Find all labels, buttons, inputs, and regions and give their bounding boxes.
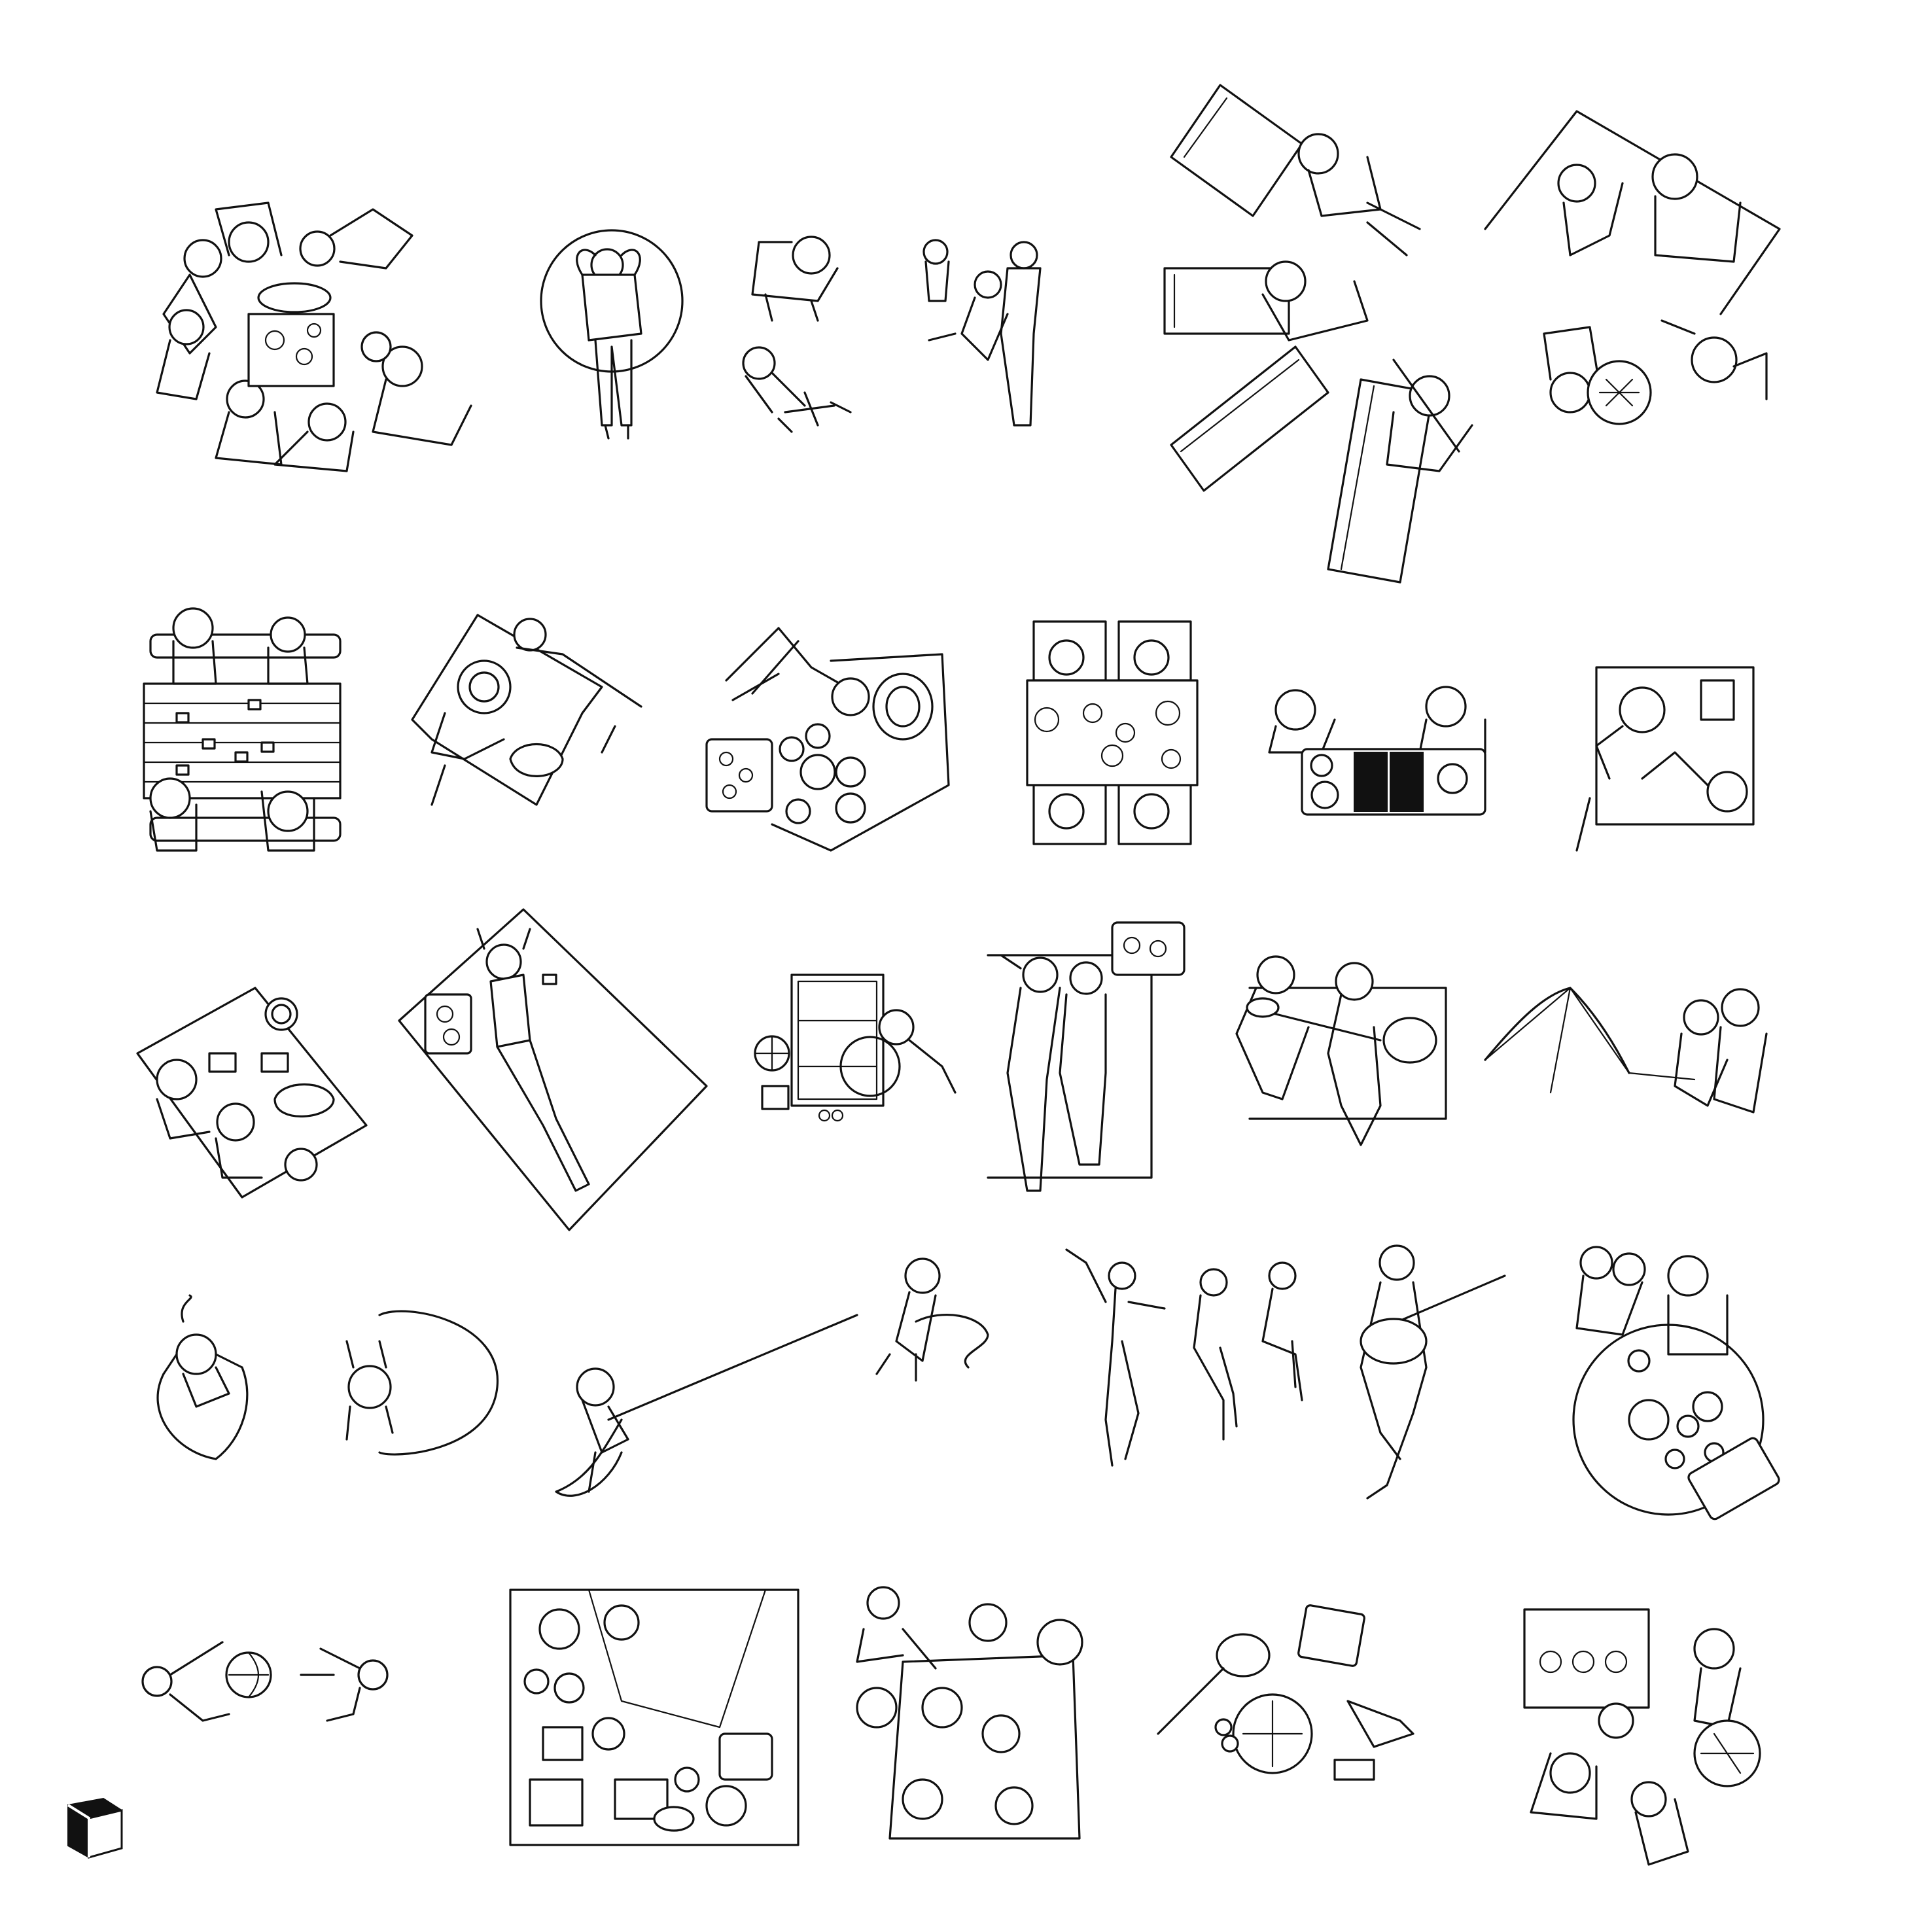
guitar-and-grill [1151,1603,1439,1793]
food-spread-blanket [700,602,950,857]
kid-with-toy-plane [720,216,864,451]
tug-of-war [550,1256,1008,1518]
couple-sitting [406,608,654,818]
bbq-station [1263,680,1511,818]
couple-lying [981,916,1191,1204]
grill-station [1518,1603,1780,1884]
picnic-table-cards [137,602,347,857]
sunbathing [393,903,713,1237]
guitar-on-blanket [1210,949,1452,1165]
picnic-spread [504,1583,805,1852]
brand-logo [63,1796,126,1859]
kite-couple [1479,981,1780,1132]
crowd-on-blanket [851,1583,1099,1845]
round-table-meal [1557,1243,1780,1520]
lying-on-round-mat [536,229,687,451]
jump-rope-2 [327,1302,510,1472]
dining-table [1021,615,1204,851]
two-on-blanket [1570,661,1766,857]
bbq-on-blanket [1479,105,1781,445]
blanket-group [131,981,368,1204]
ball-game [137,1583,419,1740]
deck-chairs [1158,72,1498,589]
adults-with-child [916,236,1047,432]
group-gathering [150,183,497,472]
jump-rope-1 [137,1294,262,1466]
dancing-group [1053,1237,1511,1537]
rug-and-ball [746,968,962,1138]
